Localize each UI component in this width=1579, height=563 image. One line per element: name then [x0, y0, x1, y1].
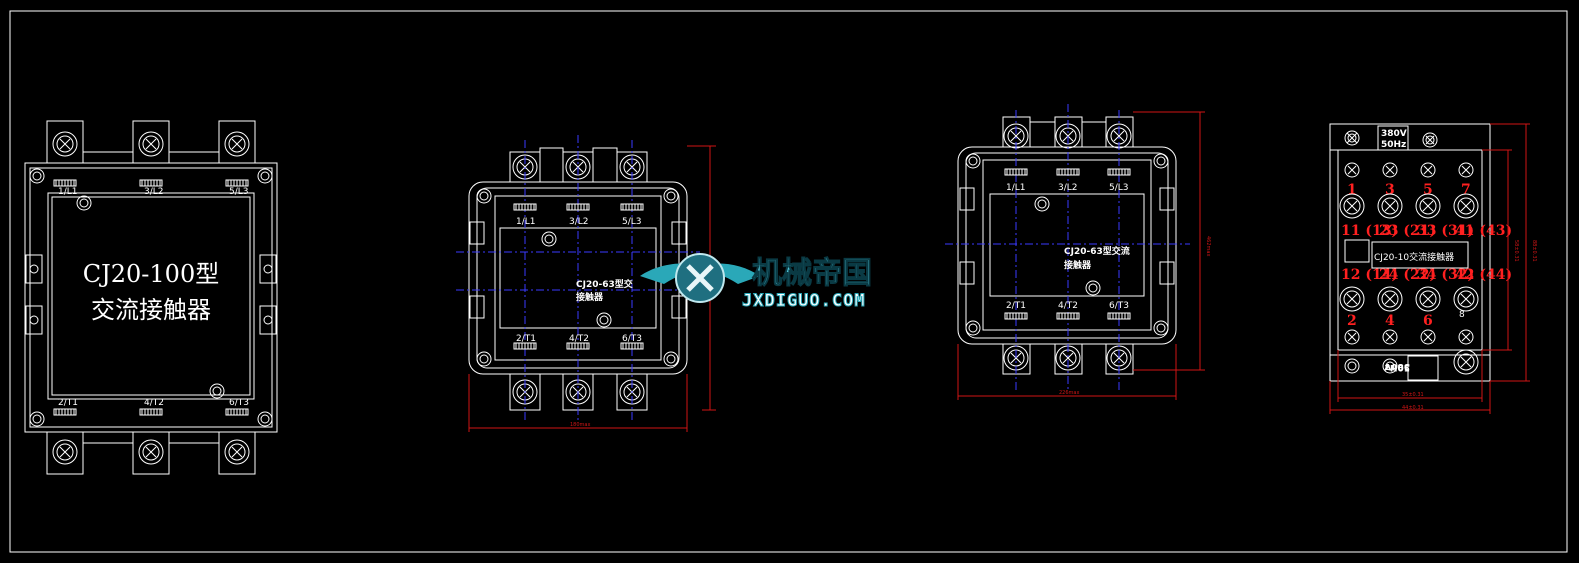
cj20-63a-term-bottom-2: 4/T2: [569, 334, 589, 344]
cj20-63a-term-top-2: 3/L2: [569, 217, 589, 227]
cj20-10-coil-freq-inverted: 50Hz: [1385, 362, 1410, 372]
cj20-10-coil-voltage-inverted: 380V: [1384, 361, 1410, 371]
cj20-63b-term-bottom-3: 6/T3: [1109, 301, 1129, 311]
cj20-10-coil-freq: 50Hz: [1381, 140, 1406, 150]
cj20-63a-title: CJ20-63型交: [576, 278, 633, 290]
cj20-63b-term-top-2: 3/L2: [1058, 183, 1078, 193]
cj20-100-title: CJ20-100型: [83, 260, 219, 288]
cj20-10-top-num-5: 5: [1423, 182, 1433, 198]
cj20-10-bottom-aux-3: 34 (32): [1417, 267, 1474, 283]
cj20-63b-term-top-1: 1/L1: [1006, 183, 1026, 193]
cj20-100-view: 1/L1 3/L2 5/L3 2/T1 4/T2 6/T3 CJ20-100型 …: [24, 120, 278, 475]
cj20-10-model: CJ20-10交流接触器: [1374, 251, 1454, 263]
cj20-10-top-caps: [1344, 162, 1474, 178]
cj20-63a-term-bottom-3: 6/T3: [622, 334, 642, 344]
cj20-63a-subtitle: 接触器: [576, 291, 604, 303]
cj20-10-top-num-3: 3: [1385, 182, 1395, 198]
cj20-100-term-bottom-2: 4/T2: [144, 398, 164, 408]
cj20-100-body: [24, 162, 278, 433]
cj20-10-dim-h2: 88±0.31: [1531, 240, 1537, 262]
cj20-100-bottom-housings: [46, 431, 256, 475]
cj20-100-term-top-3: 5/L3: [229, 187, 249, 197]
cj20-63b-term-bottom-1: 2/T1: [1006, 301, 1026, 311]
cj20-100-term-top-2: 3/L2: [144, 187, 164, 197]
cj20-10-top-aux-4: 41 (43): [1455, 223, 1512, 239]
cj20-10-coil-voltage: 380V: [1381, 129, 1407, 139]
cj20-63b-dim-height: 462max: [1205, 236, 1211, 256]
cj20-10-body: [1329, 123, 1491, 382]
cj20-100-term-bottom-3: 6/T3: [229, 398, 249, 408]
cj20-63b-term-top-3: 5/L3: [1109, 183, 1129, 193]
cj20-63b-title: CJ20-63型交流: [1064, 245, 1130, 257]
cj20-10-dim-inner: 35±0.31: [1402, 392, 1424, 398]
cj20-10-top-num-7: 7: [1461, 182, 1471, 198]
watermark-wrench-icon: [686, 264, 714, 292]
cj20-63b-dim-width: 226max: [1059, 390, 1079, 396]
cj20-10-top-aux-2: 23 (21): [1379, 223, 1436, 239]
cj20-63-second-cover: [989, 193, 1145, 297]
cj20-100-term-bottom-1: 2/T1: [58, 398, 78, 408]
cj20-10-bottom-mark: 8: [1459, 310, 1465, 320]
cj20-63-second-body: [957, 146, 1177, 345]
cj20-10-top-num-1: 1: [1347, 182, 1357, 198]
jxdiguo-watermark: 机械帝国 JXDIGUO.COM: [640, 253, 873, 312]
cj20-100-cover: [47, 192, 255, 400]
cj20-100-term-top-1: 1/L1: [58, 187, 78, 197]
cj20-10-dim-h1: 58±0.31: [1513, 240, 1519, 262]
cj20-10-view: 380V 50Hz 1 3 5 7 11 (13) 23 (21) 33 (31…: [1329, 123, 1537, 414]
cj20-10-dim-outer: 44±0.31: [1402, 405, 1424, 411]
cj20-63a-term-bottom-1: 2/T1: [516, 334, 536, 344]
cj20-10-bottom-aux-2: 24 (22): [1379, 267, 1436, 283]
cj20-63-second-view: 1/L1 3/L2 5/L3 2/T1 4/T2 6/T3 CJ20-63型交流…: [945, 104, 1211, 400]
cj20-10-top-aux-3: 33 (31): [1417, 223, 1474, 239]
cj20-100-top-housings: [46, 120, 256, 164]
watermark-name-en: JXDIGUO.COM: [742, 291, 866, 311]
cj20-10-bottom-aux-1: 12 (14): [1341, 267, 1398, 283]
cj20-63b-subtitle: 接触器: [1064, 259, 1092, 271]
cj20-63a-term-top-1: 1/L1: [516, 217, 536, 227]
cj20-10-bottom-num-4: 4: [1385, 313, 1395, 329]
cj20-63b-term-bottom-2: 4/T2: [1058, 301, 1078, 311]
cj20-63a-term-top-3: 5/L3: [622, 217, 642, 227]
cj20-10-bottom-num-6: 6: [1423, 313, 1433, 329]
drawing-frame: [9, 10, 1568, 553]
cj20-10-top-aux-1: 11 (13): [1341, 223, 1398, 239]
watermark-name-cn: 机械帝国: [752, 256, 872, 291]
cj20-100-subtitle: 交流接触器: [91, 296, 211, 324]
cj20-10-bottom-aux-4: 42 (44): [1455, 267, 1512, 283]
cj20-10-bottom-num-2: 2: [1347, 313, 1357, 329]
cj20-63a-dim-width: 180max: [570, 422, 590, 428]
